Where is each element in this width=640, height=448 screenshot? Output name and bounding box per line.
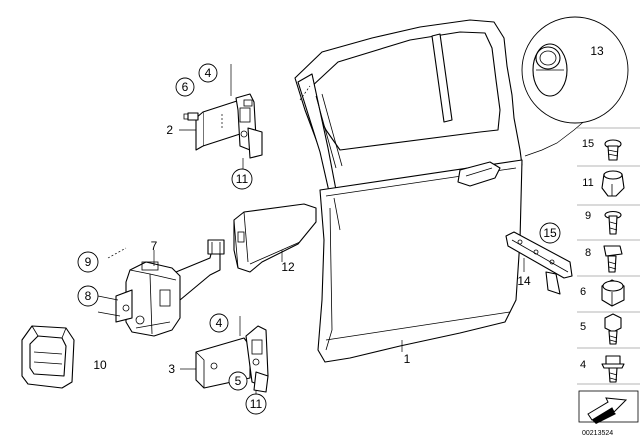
callout-6-upper: 6 [182, 80, 189, 94]
grommet[interactable] [21, 325, 75, 389]
callout-15-bracket: 15 [543, 226, 557, 240]
callout-1: 1 [404, 352, 411, 366]
upper-hinge[interactable] [183, 93, 263, 159]
nut-icon[interactable] [601, 279, 625, 307]
hw-label-9: 9 [585, 210, 591, 222]
rear-door-shell[interactable] [294, 19, 523, 363]
callout-10: 10 [93, 358, 107, 372]
flange-screw-icon[interactable] [604, 210, 622, 235]
callout-3: 3 [168, 362, 175, 376]
callout-11-lower: 11 [250, 397, 263, 411]
callout-5-lower: 5 [235, 374, 242, 388]
hw-label-5: 5 [580, 321, 586, 333]
torx-screw-icon[interactable] [604, 139, 622, 161]
reference-number: 00213524 [582, 430, 613, 437]
cover[interactable] [233, 203, 317, 273]
callout-8-check: 8 [85, 289, 92, 303]
callout-9-check: 9 [85, 255, 92, 269]
hw-label-6: 6 [580, 286, 586, 298]
plug-detail[interactable] [521, 16, 629, 157]
hw-label-8: 8 [585, 247, 591, 259]
arrow-icon[interactable] [578, 390, 639, 424]
hex-bolt-icon[interactable] [604, 313, 622, 345]
hardware-column: 15 11 9 8 6 [577, 127, 640, 437]
callout-14: 14 [517, 274, 531, 288]
callout-13: 13 [590, 44, 604, 58]
hw-label-4: 4 [580, 359, 586, 371]
callout-2: 2 [166, 123, 173, 137]
callout-11-upper: 11 [236, 172, 249, 186]
hw-label-15: 15 [582, 138, 594, 150]
cap-nut-icon[interactable] [601, 170, 625, 197]
hw-label-11: 11 [582, 177, 593, 189]
bolt-icon[interactable] [603, 245, 623, 273]
door-check[interactable] [115, 239, 225, 337]
collar-bolt-icon[interactable] [601, 355, 625, 383]
callout-4-lower: 4 [216, 316, 223, 330]
callout-12: 12 [281, 260, 295, 274]
callout-4-upper: 4 [205, 66, 212, 80]
bracket[interactable] [505, 231, 573, 295]
callout-7: 7 [151, 239, 158, 253]
